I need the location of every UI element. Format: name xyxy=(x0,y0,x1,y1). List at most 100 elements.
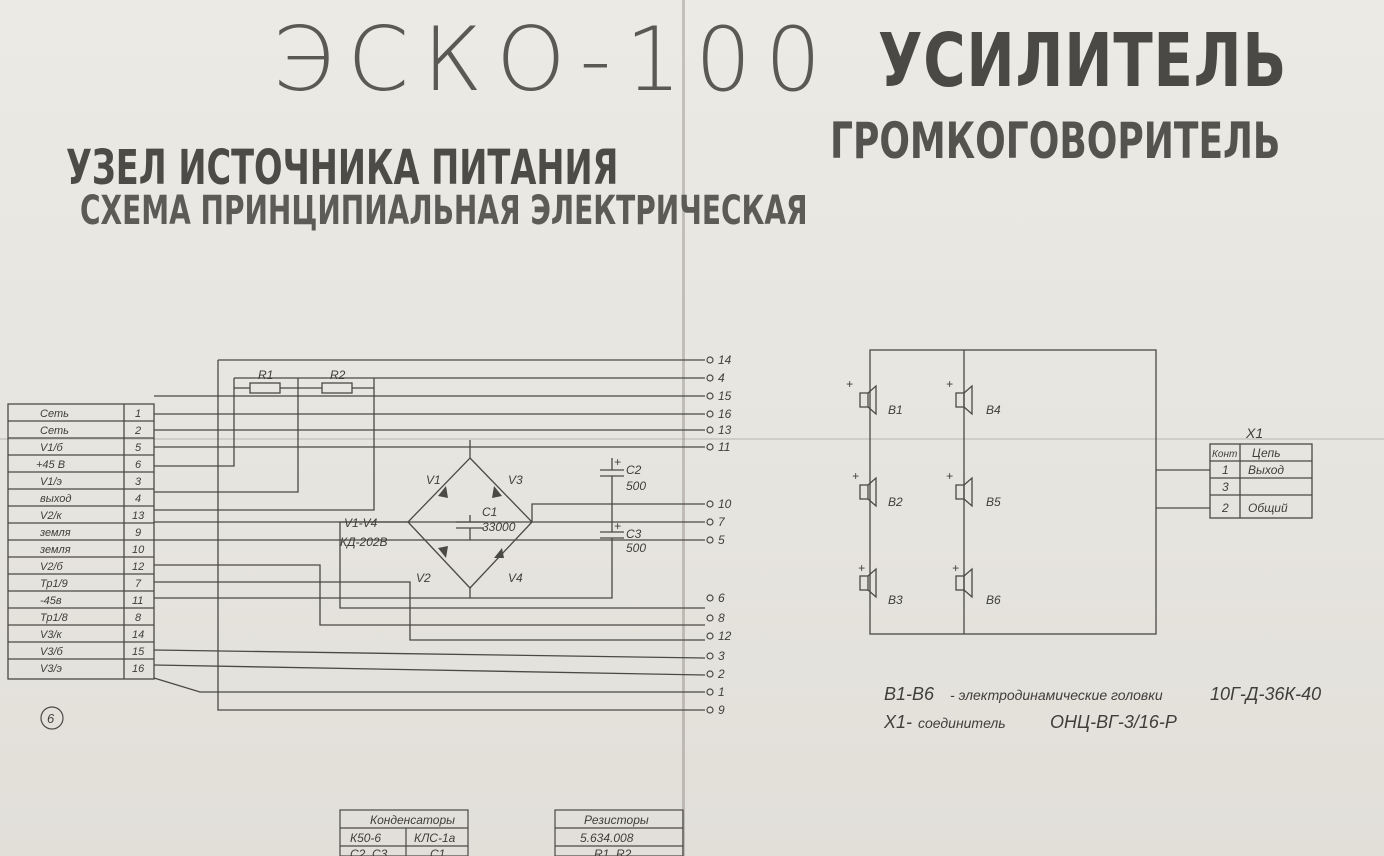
row-name: V1/б xyxy=(40,442,64,454)
resistors-table-row2: R1, R2 xyxy=(594,847,632,856)
speaker-b2-label: B2 xyxy=(888,495,903,509)
row-pin: 13 xyxy=(132,510,145,522)
title-power-supply-unit: УЗЕЛ ИСТОЧНИКА ПИТАНИЯ xyxy=(66,140,619,196)
plus-sign: + xyxy=(846,377,853,391)
resistor-r1-label: R1 xyxy=(258,368,273,382)
terminal-label: 10 xyxy=(718,497,732,511)
plus-sign: + xyxy=(952,561,959,575)
row-name: V3/б xyxy=(40,646,64,658)
speaker-b6-label: B6 xyxy=(986,593,1001,607)
note-speakers-desc: - электродинамические головки xyxy=(950,687,1163,703)
title-model: ЭСКО-100 xyxy=(272,8,836,111)
row-pin: 2 xyxy=(134,425,141,437)
terminal-label: 12 xyxy=(718,629,732,643)
capacitor-c2-value: 500 xyxy=(626,479,646,493)
x1-row-pin: 3 xyxy=(1222,480,1229,494)
row-name: Сеть xyxy=(40,425,69,437)
row-name: V1/э xyxy=(40,476,63,488)
terminal-label: 9 xyxy=(718,703,725,717)
plus-sign: + xyxy=(614,455,621,469)
row-pin: 15 xyxy=(132,646,145,658)
row-name: -45в xyxy=(40,595,62,607)
row-name: Тр1/8 xyxy=(40,612,69,624)
row-name: V3/к xyxy=(40,629,63,641)
plus-sign: + xyxy=(946,377,953,391)
row-pin: 16 xyxy=(132,663,145,675)
terminal-label: 7 xyxy=(718,515,726,529)
terminal-label: 3 xyxy=(718,649,725,663)
note-speakers-ref: В1-В6 xyxy=(884,684,935,704)
terminal-label: 8 xyxy=(718,611,725,625)
capacitor-c1-label: C1 xyxy=(482,505,497,519)
diode-type-label: КД-202В xyxy=(340,535,388,549)
x1-row-circuit: Общий xyxy=(1248,501,1288,515)
row-name: земля xyxy=(39,527,71,539)
diode-v2-label: V2 xyxy=(416,571,431,585)
connector-x1-label: X1 xyxy=(1245,425,1263,441)
resistors-table-row1: 5.634.008 xyxy=(580,831,634,845)
speaker-b5-label: B5 xyxy=(986,495,1001,509)
paper-fold-vertical xyxy=(682,0,685,856)
terminal-label: 16 xyxy=(718,407,732,421)
note-connector-ref: Х1- xyxy=(883,712,912,732)
speaker-b1-label: B1 xyxy=(888,403,903,417)
title-amplifier: УСИЛИТЕЛЬ xyxy=(878,18,1288,104)
terminal-label: 5 xyxy=(718,533,725,547)
row-pin: 7 xyxy=(135,578,142,590)
capacitors-table-col1: К50-6 xyxy=(350,831,381,845)
row-name: земля xyxy=(39,544,71,556)
row-name: V2/к xyxy=(40,510,63,522)
x1-row-pin: 1 xyxy=(1222,463,1229,477)
diode-group-label: V1-V4 xyxy=(344,516,378,530)
row-name: +45 В xyxy=(36,459,65,471)
terminal-label: 14 xyxy=(718,353,732,367)
row-pin: 1 xyxy=(135,408,141,420)
row-name: V2/б xyxy=(40,561,64,573)
terminal-label: 1 xyxy=(718,685,725,699)
title-loudspeaker: ГРОМКОГОВОРИТЕЛЬ xyxy=(830,112,1281,170)
x1-row-circuit: Выход xyxy=(1248,463,1284,477)
diode-v3-label: V3 xyxy=(508,473,523,487)
row-name: Сеть xyxy=(40,408,69,420)
plus-sign: + xyxy=(858,561,865,575)
note-connector-desc: соединитель xyxy=(918,715,1006,731)
x1-header-circuit: Цепь xyxy=(1252,446,1281,460)
terminal-label: 6 xyxy=(718,591,725,605)
terminal-label: 13 xyxy=(718,423,732,437)
note-speakers-model: 10Г-Д-36К-40 xyxy=(1210,684,1321,704)
capacitors-table-row2-col2: С1 xyxy=(430,847,445,856)
terminal-label: 11 xyxy=(718,440,730,454)
diode-v4-label: V4 xyxy=(508,571,523,585)
speaker-b4-label: B4 xyxy=(986,403,1001,417)
row-name: Тр1/9 xyxy=(40,578,68,590)
capacitor-c1-value: 33000 xyxy=(482,520,516,534)
row-pin: 4 xyxy=(135,493,141,505)
terminal-label: 2 xyxy=(717,667,725,681)
x1-header-pin: Конт xyxy=(1212,449,1237,460)
row-name: выход xyxy=(40,493,71,505)
row-pin: 10 xyxy=(132,544,145,556)
capacitor-c3-value: 500 xyxy=(626,541,646,555)
capacitor-c3-label: C3 xyxy=(626,527,642,541)
paper-fold-horizontal xyxy=(0,438,1384,440)
plus-sign: + xyxy=(852,469,859,483)
row-pin: 9 xyxy=(135,527,141,539)
row-pin: 6 xyxy=(135,459,142,471)
terminal-label: 15 xyxy=(718,389,732,403)
sheet-number: 6 xyxy=(47,711,55,726)
terminal-label: 4 xyxy=(718,371,725,385)
x1-row-pin: 2 xyxy=(1221,501,1229,515)
capacitors-table-col2: КЛС-1а xyxy=(414,831,456,845)
plus-sign: + xyxy=(614,519,621,533)
row-pin: 11 xyxy=(132,595,143,607)
row-pin: 5 xyxy=(135,442,142,454)
diode-v1-label: V1 xyxy=(426,473,441,487)
row-pin: 8 xyxy=(135,612,142,624)
plus-sign: + xyxy=(946,469,953,483)
row-pin: 12 xyxy=(132,561,144,573)
resistor-r2-label: R2 xyxy=(330,368,346,382)
row-pin: 3 xyxy=(135,476,142,488)
resistors-table-title: Резисторы xyxy=(584,813,649,827)
